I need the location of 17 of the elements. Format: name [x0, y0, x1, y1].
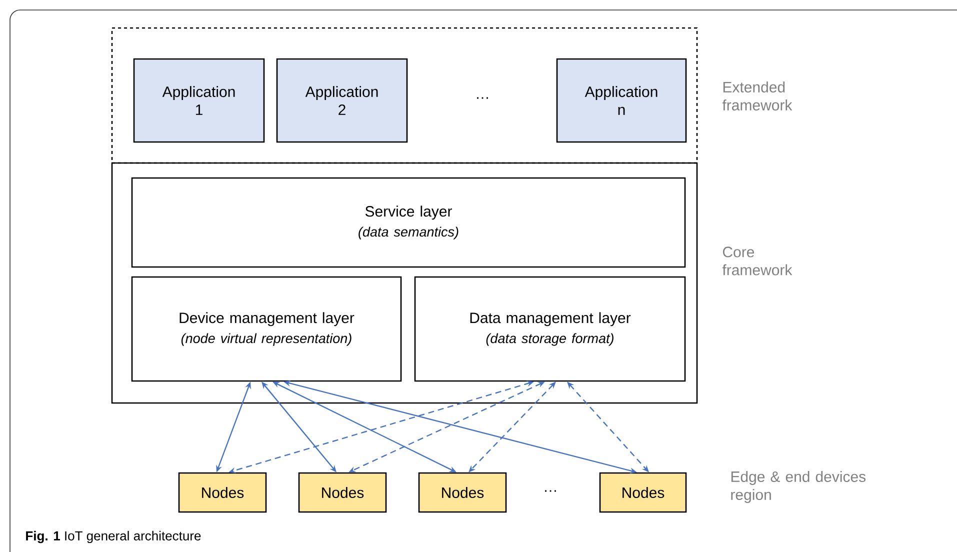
layer-box: Device management layer (node virtual representation) [131, 276, 402, 382]
nodes-box: Nodes [418, 472, 507, 513]
application-box: Application 2 [276, 58, 408, 143]
region-label: Edge & end devices region [731, 471, 866, 503]
nodes-box: Nodes [298, 472, 387, 513]
caption: Fig. 1 IoT general architecture [26, 530, 201, 544]
layer-box: Service layer (data semantics) [131, 177, 686, 268]
side-label: Core framework [722, 246, 792, 276]
layer-box: Data management layer (data storage format) [414, 276, 686, 382]
ellipsis: … [477, 97, 488, 99]
framework-box [111, 162, 698, 404]
nodes-box: Nodes [178, 472, 267, 513]
application-box: Application 1 [133, 58, 265, 143]
side-label: Extended framework [722, 82, 792, 110]
nodes-box: Nodes [599, 472, 687, 513]
application-box: Application n [556, 58, 687, 143]
ellipsis: … [545, 490, 556, 492]
